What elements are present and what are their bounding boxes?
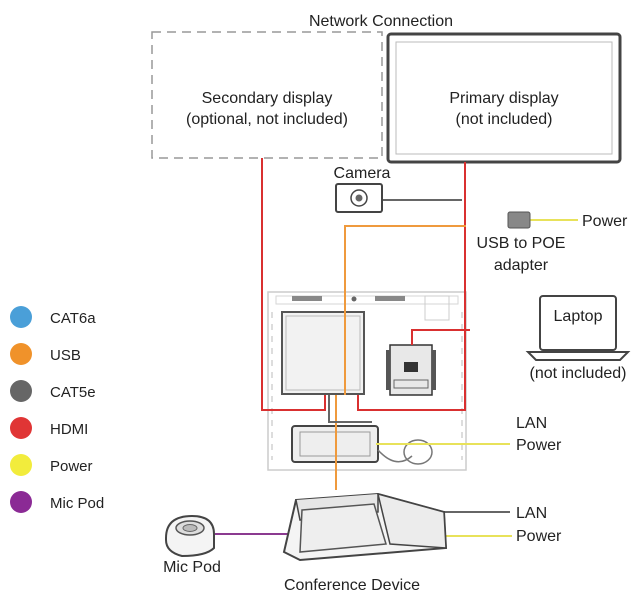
- laptop-note: (not included): [530, 365, 627, 382]
- conference-device-label: Conference Device: [284, 577, 420, 594]
- legend-swatch-hdmi: [10, 417, 32, 439]
- legend-swatch-mic-pod: [10, 491, 32, 513]
- primary-display-label: Primary display: [449, 90, 558, 107]
- power-cables: [376, 219, 578, 537]
- mic-pod-label: Mic Pod: [163, 559, 221, 576]
- primary-display-note: (not included): [456, 111, 553, 128]
- hdmi-cables: [261, 158, 470, 411]
- laptop-label: Laptop: [554, 308, 603, 325]
- usb-poe-adapter: [507, 211, 531, 229]
- legend-item-power: Power: [10, 454, 93, 476]
- legend: CAT6a USB CAT5e HDMI Power Mic Pod: [10, 306, 104, 513]
- secondary-display: [151, 31, 383, 159]
- secondary-display-label: Secondary display: [202, 90, 333, 107]
- legend-swatch-usb: [10, 343, 32, 365]
- legend-label-cat5e: CAT5e: [50, 384, 96, 401]
- legend-label-usb: USB: [50, 347, 81, 364]
- secondary-display-note: (optional, not included): [186, 111, 348, 128]
- usb-poe-label: USB to POE: [477, 235, 566, 252]
- controller-lan-label: LAN: [516, 415, 547, 432]
- mic-pod: [165, 514, 215, 558]
- camera: [335, 183, 383, 213]
- power-top-label: Power: [582, 213, 628, 230]
- laptop: [525, 295, 631, 361]
- controller-box: [281, 311, 365, 395]
- legend-item-mic-pod: Mic Pod: [10, 491, 104, 513]
- usb-cables: [335, 225, 466, 490]
- legend-label-cat6a: CAT6a: [50, 310, 96, 327]
- legend-item-cat5e: CAT5e: [10, 380, 96, 402]
- legend-swatch-cat5e: [10, 380, 32, 402]
- legend-swatch-power: [10, 454, 32, 476]
- controller-power-label: Power: [516, 437, 562, 454]
- legend-swatch-cat6a: [10, 306, 32, 328]
- network-connection-title: Network Connection: [309, 13, 453, 30]
- legend-label-hdmi: HDMI: [50, 421, 88, 438]
- legend-label-mic-pod: Mic Pod: [50, 495, 104, 512]
- primary-display-screen: [395, 41, 613, 155]
- legend-item-usb: USB: [10, 343, 81, 365]
- usb-poe-label-2: adapter: [494, 257, 549, 274]
- camera-label: Camera: [334, 165, 391, 182]
- device-lan-label: LAN: [516, 505, 547, 522]
- hdmi-switch: [386, 344, 436, 396]
- device-power-label: Power: [516, 528, 562, 545]
- legend-item-cat6a: CAT6a: [10, 306, 96, 328]
- legend-item-hdmi: HDMI: [10, 417, 88, 439]
- conference-device: [282, 492, 448, 562]
- legend-label-power: Power: [50, 458, 93, 475]
